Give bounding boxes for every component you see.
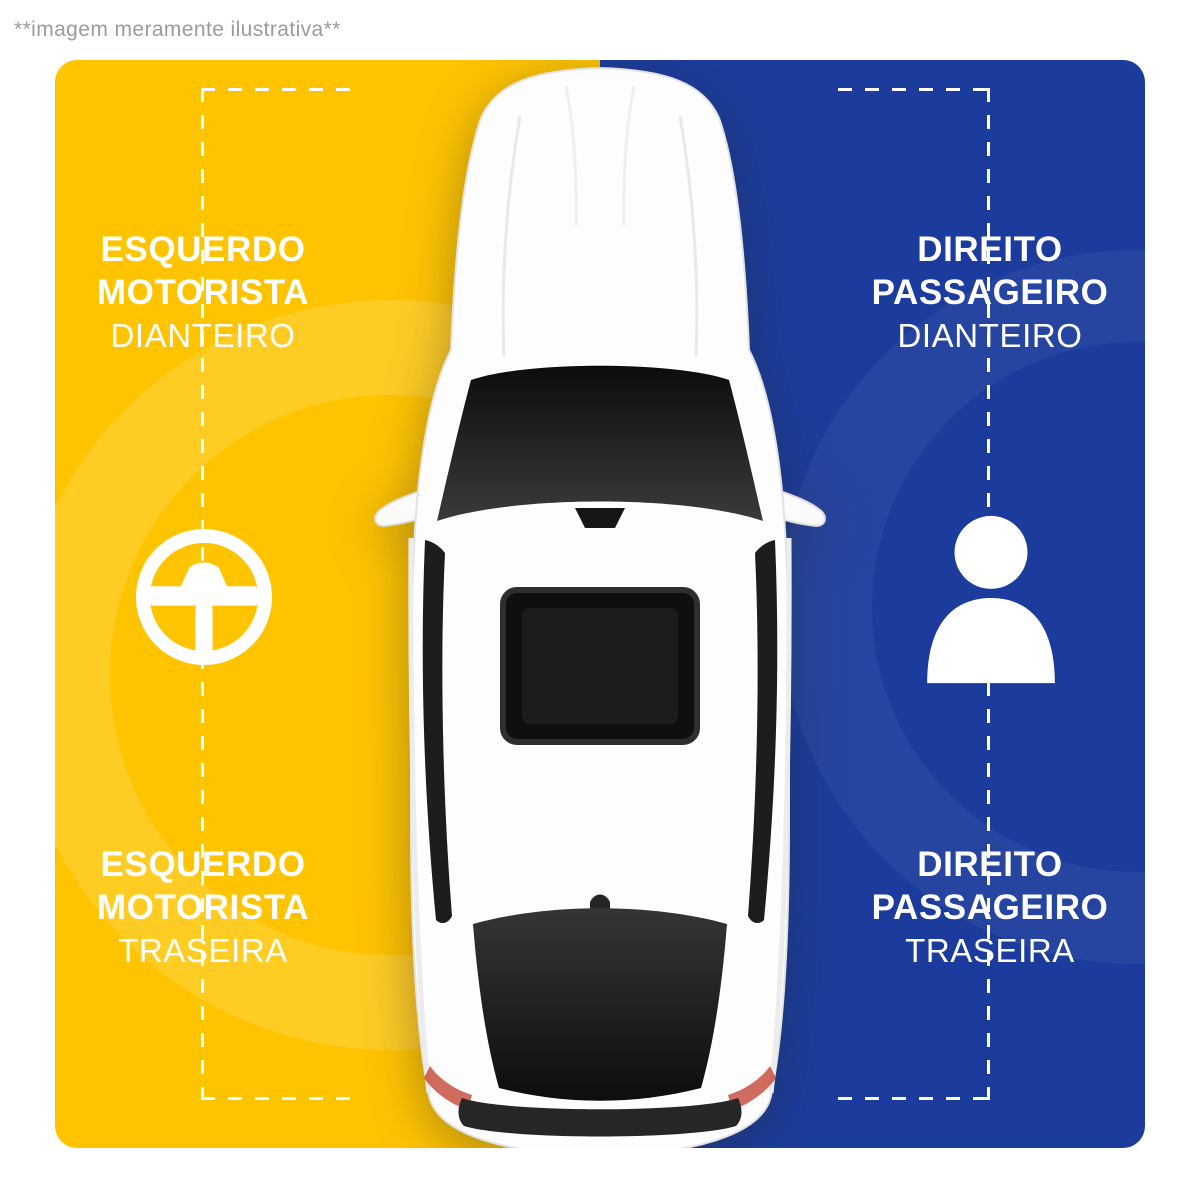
label-front-left-line1: ESQUERDO bbox=[100, 230, 306, 269]
label-rear-left-line3: TRASEIRA bbox=[118, 932, 288, 969]
label-front-right: DIREITO PASSAGEIRO DIANTEIRO bbox=[830, 228, 1145, 358]
label-rear-right-line2: PASSAGEIRO bbox=[871, 888, 1109, 927]
label-front-left: ESQUERDO MOTORISTA DIANTEIRO bbox=[55, 228, 363, 358]
car-top-view bbox=[374, 66, 826, 1148]
label-front-left-line3: DIANTEIRO bbox=[110, 317, 296, 354]
label-rear-left-line1: ESQUERDO bbox=[100, 845, 306, 884]
windshield bbox=[437, 365, 763, 521]
dashed-line-right-top bbox=[838, 88, 990, 91]
label-rear-left-line2: MOTORISTA bbox=[96, 888, 310, 927]
label-rear-right-line1: DIREITO bbox=[917, 845, 1063, 884]
rearview-mirror bbox=[575, 508, 625, 528]
label-rear-right: DIREITO PASSAGEIRO TRASEIRA bbox=[830, 843, 1145, 973]
rear-window bbox=[473, 908, 727, 1101]
right-taillight bbox=[728, 1066, 776, 1110]
dashed-line-left-bottom bbox=[201, 1097, 353, 1100]
label-front-right-line1: DIREITO bbox=[917, 230, 1063, 269]
disclaimer-text: **imagem meramente ilustrativa** bbox=[14, 18, 341, 41]
person-icon bbox=[927, 515, 1055, 684]
dashed-line-right-vertical bbox=[987, 88, 990, 1100]
label-rear-left: ESQUERDO MOTORISTA TRASEIRA bbox=[55, 843, 363, 973]
steering-wheel-icon bbox=[135, 528, 273, 666]
label-rear-right-line3: TRASEIRA bbox=[905, 932, 1075, 969]
right-side-window bbox=[748, 540, 778, 924]
label-front-left-line2: MOTORISTA bbox=[96, 273, 310, 312]
color-panel: ESQUERDO MOTORISTA DIANTEIRO DIREITO PAS… bbox=[55, 60, 1145, 1148]
label-front-right-line2: PASSAGEIRO bbox=[871, 273, 1109, 312]
left-taillight bbox=[424, 1066, 472, 1110]
label-front-right-line3: DIANTEIRO bbox=[897, 317, 1083, 354]
rear-bumper bbox=[458, 1098, 742, 1137]
dashed-line-right-bottom bbox=[838, 1097, 990, 1100]
left-side-window bbox=[422, 540, 452, 924]
dashed-line-left-top bbox=[201, 88, 353, 91]
